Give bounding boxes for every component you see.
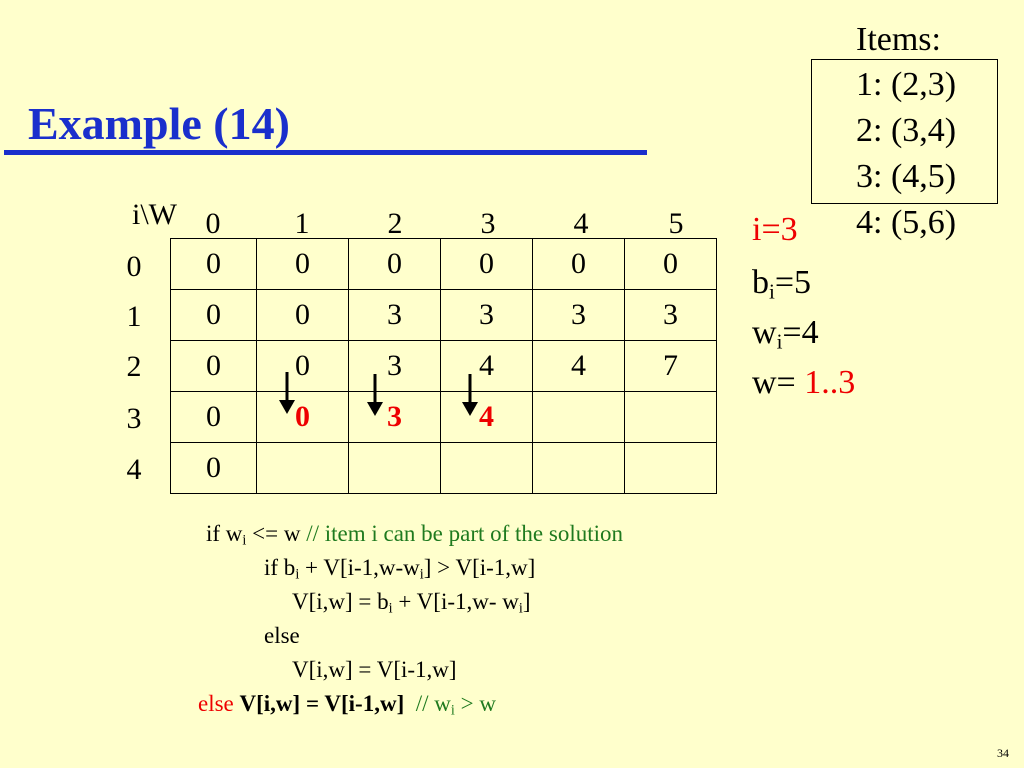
table-cell: 0 <box>170 238 257 290</box>
w-header-4: 4 <box>573 207 589 240</box>
items-box <box>811 59 998 204</box>
arrow-down-icon <box>279 372 295 414</box>
table-cell <box>348 442 441 494</box>
table-cell: 0 <box>170 442 257 494</box>
arrow-down-icon <box>367 374 383 416</box>
param-b: bi=5 <box>752 263 811 303</box>
table-cell: 0 <box>170 289 257 341</box>
param-b-sub: i <box>769 279 775 304</box>
w-header-0: 0 <box>205 207 221 240</box>
param-w: wi=4 <box>752 313 819 353</box>
item-2: 2: (3,4) <box>856 112 957 149</box>
table-cell <box>256 442 349 494</box>
i-header-1: 1 <box>126 300 142 333</box>
param-b-base: b <box>752 264 769 301</box>
i-header-4: 4 <box>126 453 142 486</box>
w-header-5: 5 <box>668 207 684 240</box>
w-header-2: 2 <box>387 207 403 240</box>
item-1: 1: (2,3) <box>856 66 957 103</box>
table-cell: 0 <box>256 238 349 290</box>
code-line-5: V[i,w] = V[i-1,w] <box>292 657 457 682</box>
table-cell <box>624 442 717 494</box>
table-row: 0 <box>170 442 717 494</box>
table-cell: 3 <box>532 289 625 341</box>
param-i: i=3 <box>752 211 798 248</box>
table-cell: 0 <box>624 238 717 290</box>
table-cell <box>532 442 625 494</box>
table-cell: 7 <box>624 340 717 392</box>
table-cell <box>624 391 717 443</box>
table-cell: 0 <box>440 238 533 290</box>
items-list: 1: (2,3) 2: (3,4) 3: (4,5) 4: (5,6) <box>856 62 956 246</box>
code-line-3: V[i,w] = bi + V[i-1,w- wi] <box>292 589 531 617</box>
table-cell <box>532 391 625 443</box>
param-range-value: 1..3 <box>804 364 856 401</box>
param-b-value: =5 <box>774 264 812 301</box>
table-cell: 0 <box>256 391 349 443</box>
w-header-1: 1 <box>294 207 310 240</box>
w-header-3: 3 <box>480 207 496 240</box>
param-w-sub: i <box>776 329 783 354</box>
title-underline <box>4 150 647 155</box>
i-header-2: 2 <box>126 350 142 383</box>
param-range-prefix: w= <box>752 364 796 401</box>
slide-title: Example (14) <box>28 98 290 149</box>
param-w-range: w= 1..3 <box>752 363 855 403</box>
table-cell: 3 <box>440 289 533 341</box>
table-cell: 3 <box>624 289 717 341</box>
table-corner-label: i\W <box>132 198 177 231</box>
param-w-value: =4 <box>782 314 819 351</box>
item-3: 3: (4,5) <box>856 158 957 195</box>
items-header: Items: <box>856 21 941 58</box>
item-4: 4: (5,6) <box>856 204 957 241</box>
table-cell <box>440 442 533 494</box>
code-line-1: if wi <= w // item i can be part of the … <box>206 521 624 549</box>
param-w-base: w <box>752 314 777 351</box>
code-line-6: else V[i,w] = V[i-1,w] // wi > w <box>198 691 496 719</box>
code-line-2: if bi + V[i-1,w-wi] > V[i-1,w] <box>264 555 536 583</box>
table-cell: 4 <box>440 391 533 443</box>
table-cell: 0 <box>256 340 349 392</box>
table-cell: 0 <box>532 238 625 290</box>
table-cell: 0 <box>348 238 441 290</box>
i-header-3: 3 <box>126 402 142 435</box>
code-comment: // item i can be part of the solution <box>306 521 624 546</box>
i-header-0: 0 <box>126 250 142 283</box>
arrow-down-icon <box>462 374 478 416</box>
table-cell: 4 <box>440 340 533 392</box>
code-line-4: else <box>264 623 300 648</box>
table-cell: 3 <box>348 391 441 443</box>
page-number: 34 <box>997 746 1009 760</box>
table-cell: 0 <box>170 391 257 443</box>
table-cell: 4 <box>532 340 625 392</box>
table-cell: 0 <box>170 340 257 392</box>
table-cell: 3 <box>348 289 441 341</box>
pseudocode: if wi <= w // item i can be part of the … <box>198 517 624 721</box>
table-cell: 0 <box>256 289 349 341</box>
